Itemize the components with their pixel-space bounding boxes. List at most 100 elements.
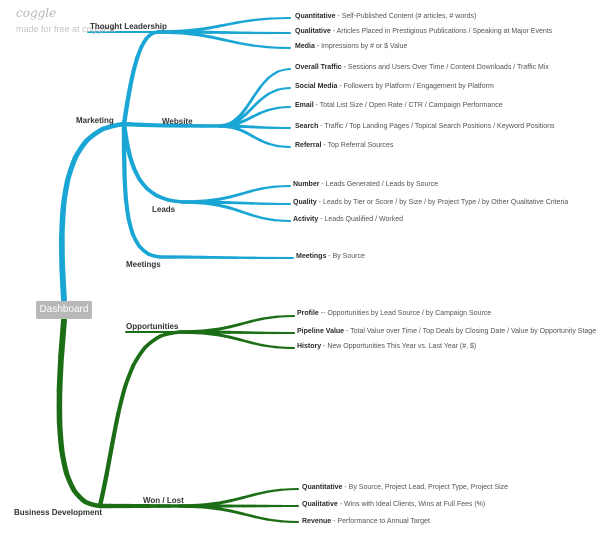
leaf-title: Qualitative [302,501,338,508]
connector-opp-leaf-0 [216,327,229,330]
connector-leads-leaf-0 [275,186,290,187]
leaf-leads-number[interactable]: Number - Leads Generated / Leads by Sour… [293,181,438,188]
leaf-desc: - Top Referral Sources [321,142,393,149]
leaf-web-search[interactable]: Search - Traffic / Top Landing Pages / T… [295,123,555,130]
leaf-web-email[interactable]: Email - Total List Size / Open Rate / CT… [295,102,503,109]
connector-opp-leaf-2 [252,343,264,346]
connector-won-leaf-2 [244,514,256,517]
connector-won-leaf-0 [231,498,243,501]
connector-opp-leaf-2 [230,337,242,340]
connector-website-leaf-4 [260,140,268,143]
root-node-dashboard[interactable]: Dashboard [36,301,92,319]
node-opportunities[interactable]: Opportunities [126,322,178,331]
connector-root-business [60,423,62,451]
leaf-leads-activity[interactable]: Activity - Leads Qualified / Worked [293,216,403,223]
connector-opp-leaf-0 [277,316,294,317]
connector-tl-leaf-2 [253,46,270,48]
leaf-desc: - New Opportunities This Year vs. Last Y… [321,343,476,350]
leaf-title: Qualitative [295,28,331,35]
leaf-title: Referral [295,142,321,149]
connector-tl-leaf-0 [211,25,225,28]
connector-tl-leaf-2 [211,37,225,40]
connector-leads-leaf-0 [262,187,275,189]
connector-root-business [74,491,85,502]
connector-marketing-leads [168,200,183,202]
connector-won-leaf-0 [217,501,231,504]
connector-won-leaf-0 [244,494,256,497]
leaf-title: Meetings [296,253,326,260]
connector-tl-leaf-2 [158,32,179,33]
connector-opp-leaf-2 [241,340,252,343]
leaf-leads-quality[interactable]: Quality - Leads by Tier or Score / by Si… [293,199,568,206]
leaf-won-qualitative[interactable]: Qualitative - Wins with Ideal Clients, W… [302,501,485,508]
leaf-desc: - By Source [326,253,365,260]
node-marketing[interactable]: Marketing [76,116,114,125]
leaf-title: Quantitative [295,13,335,20]
leaf-tl-quantitative[interactable]: Quantitative - Self-Published Content (#… [295,13,476,20]
connector-opp-leaf-0 [230,324,242,327]
leaf-title: Search [295,123,318,130]
connector-marketing-thought-leadership [127,87,130,105]
leaf-opp-profile[interactable]: Profile -- Opportunities by Lead Source … [297,310,491,317]
leaf-title: Pipeline Value [297,328,344,335]
leaf-desc: - Wins with Ideal Clients, Wins at Full … [338,501,485,508]
connector-website-leaf-0 [253,87,260,97]
connector-marketing-thought-leadership [134,58,138,71]
connector-opp-leaf-0 [252,319,264,322]
connector-website-leaf-0 [278,69,290,71]
connector-website-leaf-0 [260,78,268,87]
connector-won-leaf-0 [255,492,267,495]
leaf-web-referral[interactable]: Referral - Top Referral Sources [295,142,393,149]
leaf-title: Revenue [302,518,331,525]
connector-tl-leaf-0 [270,18,290,19]
node-meetings[interactable]: Meetings [126,260,161,269]
leaf-won-quantitative[interactable]: Quantitative - By Source, Project Lead, … [302,484,508,491]
connector-tl-leaf-2 [179,33,196,35]
leaf-web-social-media[interactable]: Social Media - Followers by Platform / E… [295,83,494,90]
leaf-opp-history[interactable]: History - New Opportunities This Year vs… [297,343,476,350]
connector-won-leaf-0 [282,489,298,490]
leaf-desc: - Leads Qualified / Worked [318,216,403,223]
connector-leads-leaf-2 [183,202,202,203]
connector-root-business [60,357,62,391]
connector-tl-leaf-2 [270,47,290,48]
leaf-tl-qualitative[interactable]: Qualitative - Articles Placed in Prestig… [295,28,552,35]
connector-won-leaf-0 [268,490,282,492]
connector-tl-leaf-2 [225,40,238,43]
connector-business-opportunities [118,387,125,413]
leaf-desc: - Impressions by # or $ Value [315,43,407,50]
leaf-desc: - Leads Generated / Leads by Source [319,181,438,188]
connector-leads-leaf-2 [217,205,230,208]
leaf-web-overall-traffic[interactable]: Overall Traffic - Sessions and Users Ove… [295,64,549,71]
connector-business-opportunities [113,413,119,442]
connector-won-leaf-2 [200,507,217,509]
leaf-desc: - Total List Size / Open Rate / CTR / Ca… [314,102,503,109]
connector-root-marketing [62,206,64,235]
node-leads[interactable]: Leads [152,205,175,214]
connector-root-business [66,473,74,491]
leaf-desc: - Leads by Tier or Score / by Size / by … [317,199,569,206]
leaf-won-revenue[interactable]: Revenue - Performance to Annual Target [302,518,430,525]
leaf-title: Quality [293,199,317,206]
connector-marketing-meetings [129,218,133,234]
leaf-meetings-by-source[interactable]: Meetings - By Source [296,253,365,260]
node-business-development[interactable]: Business Development [14,508,102,517]
leaf-tl-media[interactable]: Media - Impressions by # or $ Value [295,43,407,50]
connector-won-leaf-2 [255,517,267,520]
node-website[interactable]: Website [162,117,193,126]
connector-opp-leaf-2 [264,346,278,348]
connector-marketing-thought-leadership [124,105,127,124]
node-thought-leadership[interactable]: Thought Leadership [90,22,167,31]
connector-root-business [61,320,64,357]
connector-root-marketing [87,129,103,141]
leaf-desc: - Performance to Annual Target [331,518,430,525]
connector-leads-leaf-0 [251,189,262,192]
connector-won-leaf-2 [231,511,243,514]
connector-leads-leaf-2 [230,208,241,211]
leaf-opp-pipeline-value[interactable]: Pipeline Value - Total Value over Time /… [297,328,596,335]
connector-business-opportunities [107,443,113,474]
connector-website-leaf-4 [278,146,290,147]
coggle-logo[interactable]: coggle [16,6,56,20]
node-won-lost[interactable]: Won / Lost [143,496,184,505]
